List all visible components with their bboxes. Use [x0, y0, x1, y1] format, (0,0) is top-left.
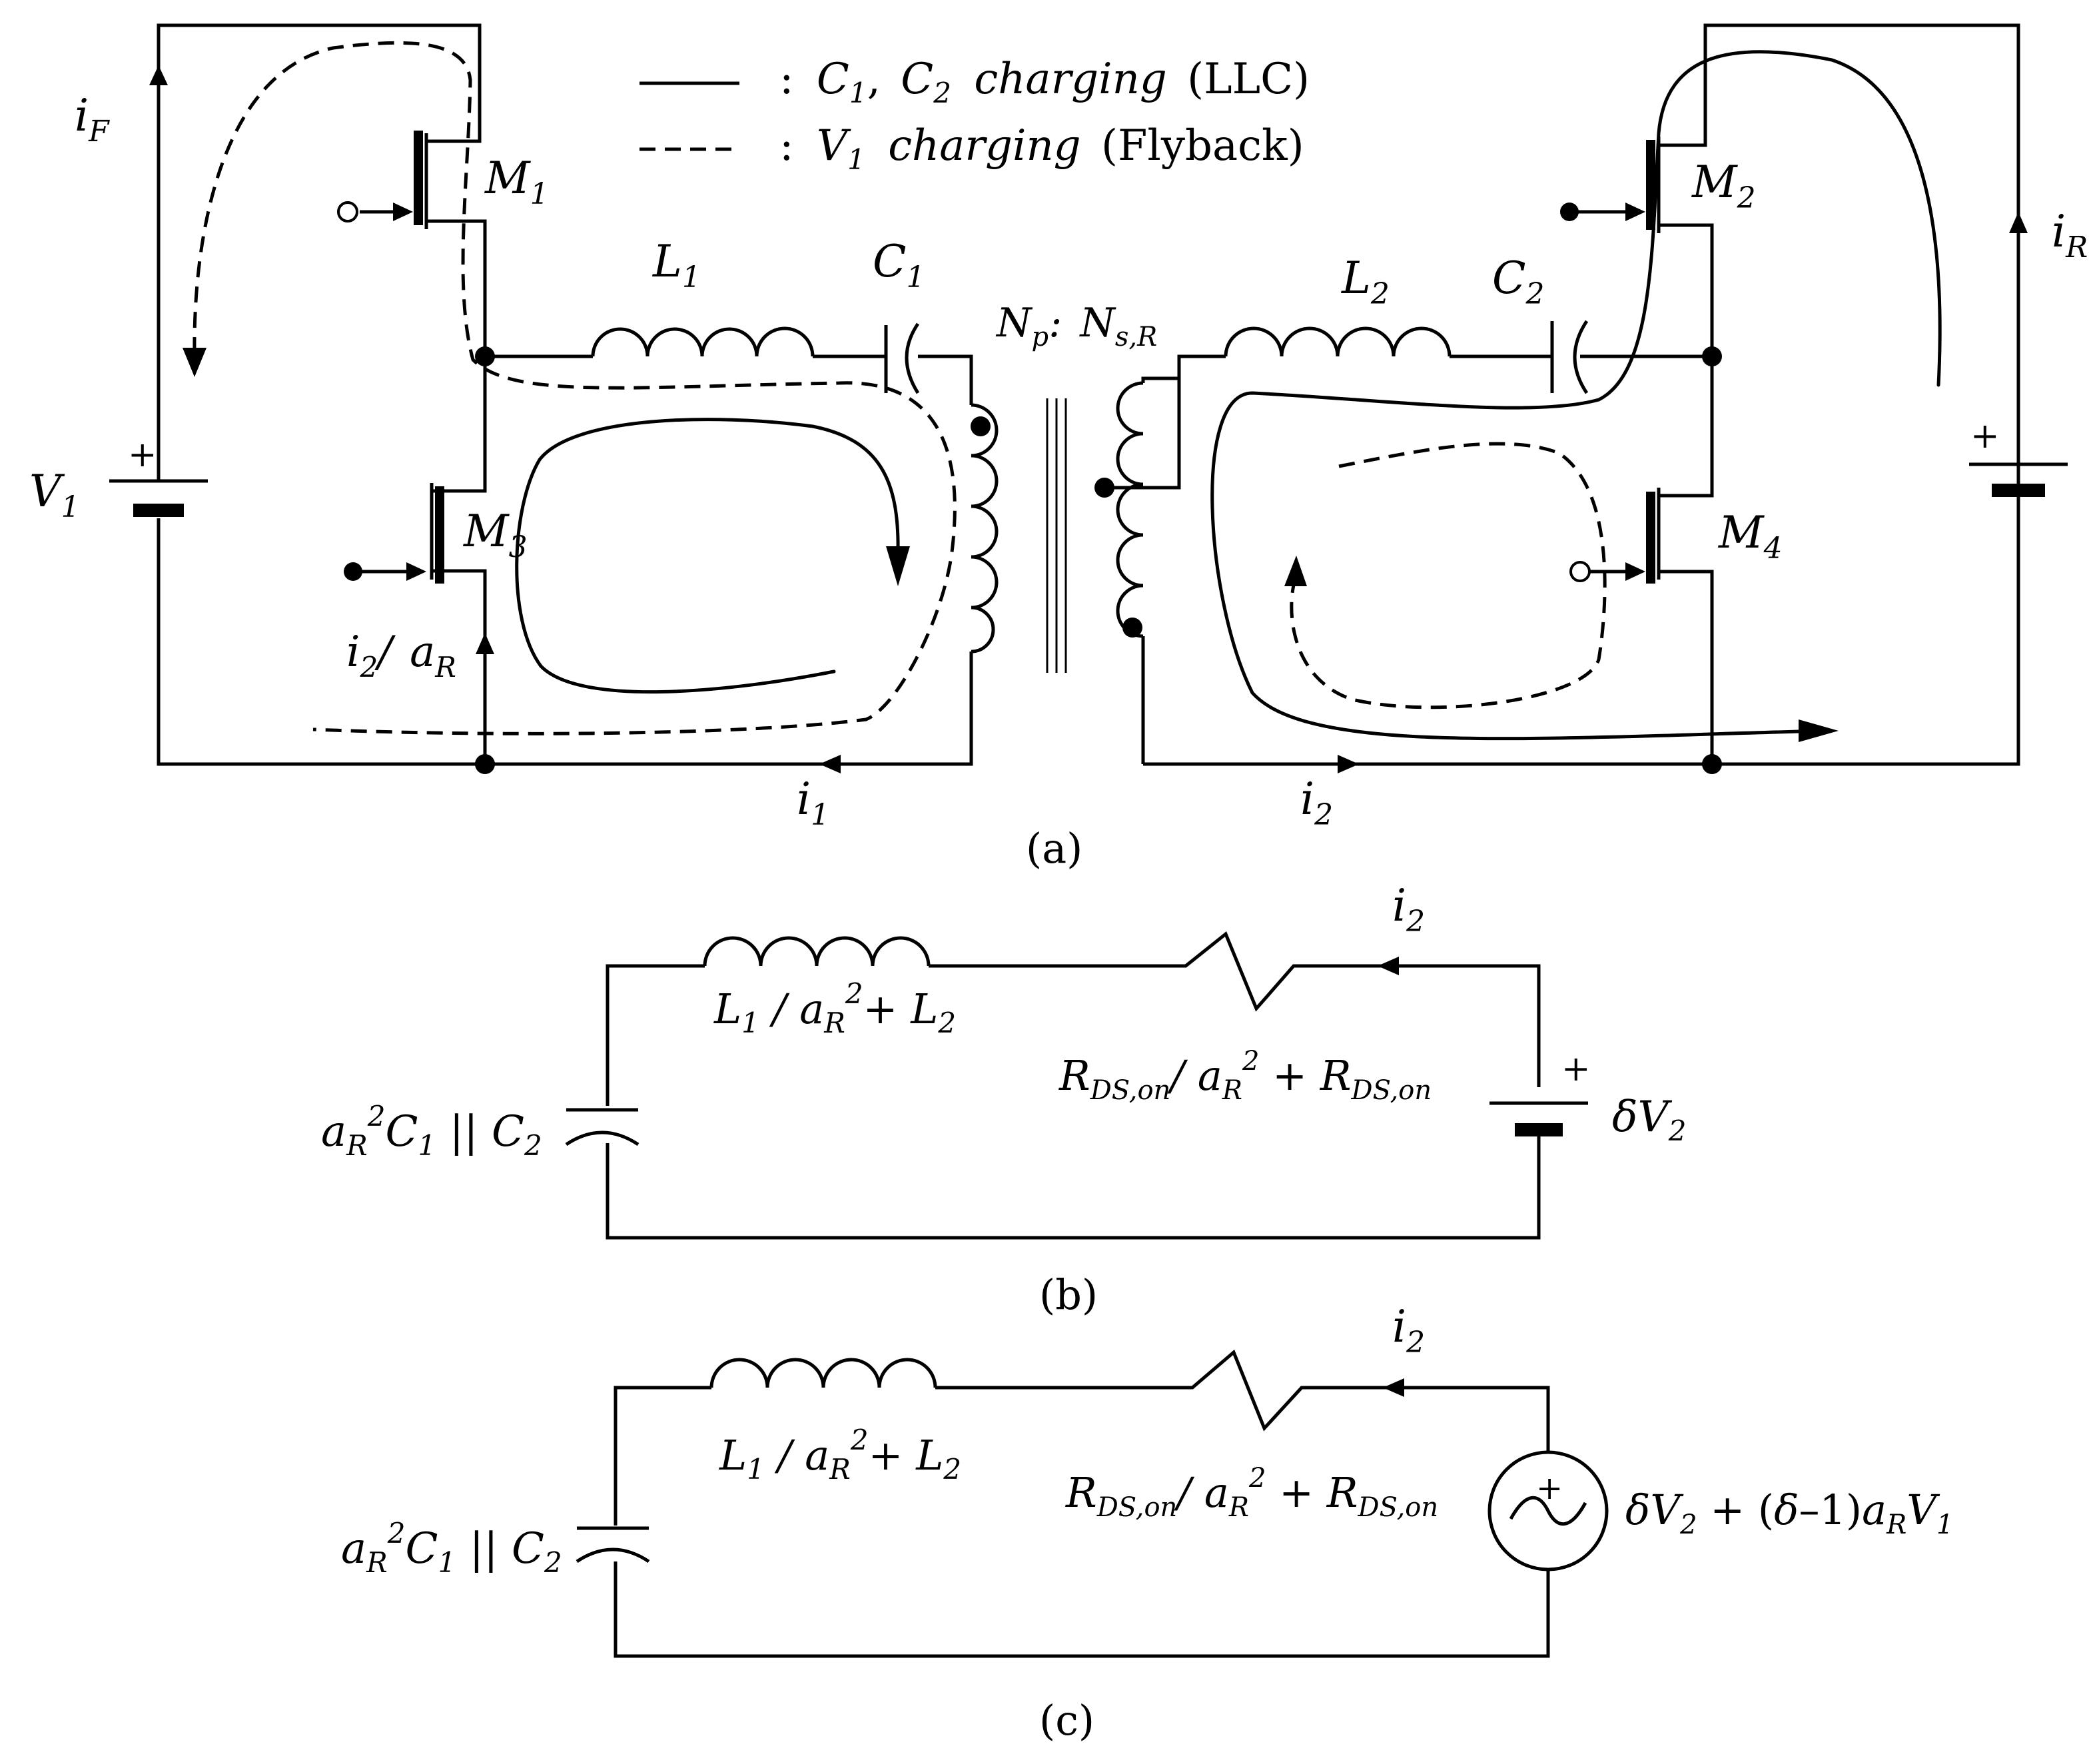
b-capacitance-label: aR2C1 || C2 — [321, 1100, 542, 1162]
m1-gate-terminal — [337, 201, 358, 222]
l2-label: L2 — [1341, 252, 1390, 311]
current-ir-arrow: iR — [2009, 206, 2088, 264]
c2-label: C2 — [1492, 252, 1545, 311]
b-inductor — [703, 936, 931, 967]
legend: : C1, C2 charging (LLC) : V1 charging (F… — [639, 55, 1310, 180]
b-resistance-label: RDS,on/ aR2 + RDS,on — [1058, 1046, 1432, 1106]
llc-secondary-loop-arrowhead — [1799, 719, 1839, 742]
m4-gate-terminal — [1569, 561, 1591, 582]
flyback-primary-arrowhead — [183, 348, 207, 377]
if-label: iF — [75, 90, 110, 149]
m2-gate-terminal — [1560, 203, 1579, 221]
flyback-secondary-arrowhead — [1284, 556, 1307, 586]
m2-label: M2 — [1691, 157, 1756, 215]
junction-left-bottom — [475, 754, 495, 774]
b-capacitor-curve — [565, 1130, 639, 1146]
battery-v1: + V1 — [29, 435, 208, 524]
secondary-polarity-dot — [1122, 618, 1142, 638]
turns-ratio-label: Np: Ns,R — [995, 300, 1157, 352]
i1-label: i1 — [797, 773, 829, 832]
flyback-current-paths — [183, 41, 1607, 735]
capacitor-c1: C1 — [873, 236, 925, 394]
c-inductance-label: L1 / aR2+ L2 — [719, 1424, 961, 1486]
transformer-core — [1046, 398, 1067, 673]
c-source-label: δV2 + (δ–1)aRV1 — [1625, 1486, 1953, 1540]
llc-current-paths — [515, 50, 1942, 742]
mosfet-m2: M2 — [1560, 137, 1756, 233]
junction-right-top — [1702, 346, 1722, 366]
mosfet-m4: M4 — [1569, 488, 1783, 584]
primary-polarity-dot — [971, 416, 991, 436]
flyback-primary-path — [193, 41, 957, 735]
current-i2-arrow: i2 — [1300, 755, 1359, 832]
caption-a: (a) — [1026, 824, 1082, 873]
c-ac-source-sine — [1509, 1496, 1587, 1526]
circuit-a: + V1 iF M1 M3 — [29, 23, 2088, 873]
inductor-l2: L2 — [1224, 252, 1452, 357]
circuit-c: i2 L1 / aR2+ L2 RDS,on/ aR2 + RDS,on aR2… — [341, 1301, 1953, 1745]
b-battery-plate-short — [1515, 1123, 1563, 1136]
i2-label: i2 — [1300, 773, 1333, 832]
c-source-plus: + — [1536, 1470, 1563, 1507]
mosfet-m3: M3 — [344, 483, 528, 584]
legend-dashed-label: : V1 charging (Flyback) — [779, 121, 1304, 180]
current-i1-arrow: i1 — [797, 755, 841, 832]
circuit-b: i2 L1 / aR2+ L2 RDS,on/ aR2 + RDS,on aR2… — [321, 880, 1686, 1319]
caption-c: (c) — [1039, 1696, 1094, 1745]
llc-primary-loop — [515, 418, 900, 694]
c-capacitor-curve — [576, 1547, 650, 1563]
m3-gate-terminal — [344, 562, 362, 581]
b-source-label: δV2 — [1612, 1093, 1686, 1147]
llc-primary-loop-arrowhead — [886, 546, 910, 586]
transformer-secondary — [1094, 354, 1226, 764]
l1-label: L1 — [652, 236, 701, 294]
junction-left-top — [475, 346, 495, 366]
c-resistor-wire — [935, 1349, 1550, 1452]
c-resistance-label: RDS,on/ aR2 + RDS,on — [1065, 1463, 1438, 1523]
current-i2-over-ar-arrow: i2/ aR — [346, 628, 494, 683]
v1-plus-sign: + — [128, 435, 157, 475]
b-i2-label: i2 — [1392, 880, 1425, 939]
m4-label: M4 — [1718, 507, 1783, 566]
ir-label: iR — [2052, 206, 2088, 264]
caption-b: (b) — [1039, 1270, 1098, 1319]
i2-over-ar-label: i2/ aR — [346, 628, 456, 683]
left-wires — [157, 23, 973, 766]
legend-solid-label: : C1, C2 charging (LLC) — [779, 55, 1310, 113]
c-inductor — [709, 1358, 937, 1388]
llc-secondary-loop — [1210, 50, 1942, 741]
c-capacitance-label: aR2C1 || C2 — [341, 1517, 562, 1579]
battery-vr: + — [1969, 416, 2068, 497]
m1-label: M1 — [484, 153, 549, 211]
mosfet-m1: M1 — [337, 131, 549, 229]
c1-label: C1 — [873, 236, 925, 294]
transformer-primary — [971, 403, 999, 654]
b-resistor-wire — [929, 931, 1541, 1087]
right-wires — [1143, 23, 2020, 766]
inductor-l1: L1 — [591, 236, 815, 357]
junction-right-bottom — [1702, 754, 1722, 774]
v1-label: V1 — [29, 466, 80, 524]
b-current-arrowhead — [1378, 957, 1399, 975]
current-if-arrow: iF — [75, 65, 168, 149]
c-i2-label: i2 — [1392, 1301, 1425, 1360]
capacitor-c2: C2 — [1450, 252, 1712, 394]
b-inductance-label: L1 / aR2+ L2 — [713, 977, 956, 1039]
b-source-plus: + — [1561, 1049, 1591, 1089]
c-current-arrowhead — [1383, 1378, 1404, 1397]
vr-plus-sign: + — [1970, 416, 2000, 456]
flyback-secondary-path — [1290, 442, 1607, 709]
